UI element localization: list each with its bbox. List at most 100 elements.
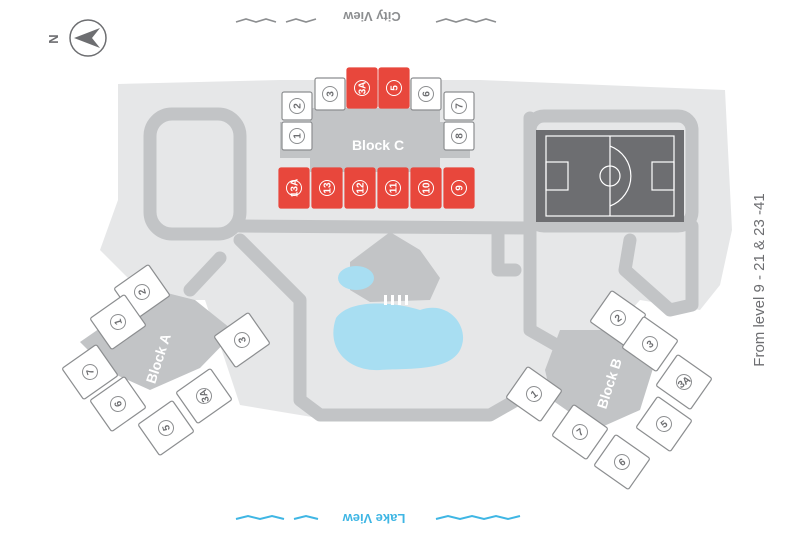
unit-badge-icon: [319, 180, 335, 196]
block-a-units: 21 76 5 3A 3: [62, 264, 270, 456]
block-b-unit[interactable]: 3: [622, 316, 678, 372]
unit-badge-icon: [322, 86, 338, 102]
unit-label: 13A: [290, 179, 301, 197]
unit-badge-icon: [451, 128, 467, 144]
unit-label: 9: [455, 185, 466, 191]
unit-label: 5: [390, 85, 401, 91]
block-a-unit[interactable]: 6: [90, 376, 146, 432]
pool-loungers: [384, 295, 408, 305]
unit-label: 5: [161, 423, 173, 432]
unit-badge-icon: [386, 80, 402, 96]
block-c-unit[interactable]: 13A: [278, 167, 310, 209]
unit-badge-icon: [656, 416, 672, 432]
city-wave-right: [435, 18, 497, 23]
block-c-unit[interactable]: 13: [311, 167, 343, 209]
lake-wave-right: [435, 514, 521, 521]
unit-label: 3A: [358, 82, 369, 95]
block-c-unit[interactable]: 5: [378, 67, 410, 109]
basketball-court: [42, 130, 684, 222]
city-view-marker: City View: [235, 9, 497, 24]
walkway-loop-west: [143, 107, 247, 241]
block-a-core: [80, 290, 235, 390]
unit-badge-icon: [289, 128, 305, 144]
block-c-unit[interactable]: 9: [443, 167, 475, 209]
unit-label: 3A: [198, 388, 212, 403]
unit-badge-icon: [352, 180, 368, 196]
pool-large: [333, 303, 464, 371]
unit-label: 1: [293, 133, 304, 139]
block-b-unit[interactable]: 2: [590, 290, 646, 346]
compass-ring-icon: [69, 19, 107, 57]
block-c-core: [280, 108, 470, 172]
block-c-unit[interactable]: 10: [410, 167, 442, 209]
unit-badge-icon: [418, 180, 434, 196]
unit-badge-icon: [572, 424, 588, 440]
unit-label: 6: [422, 91, 433, 97]
unit-badge-icon: [451, 98, 467, 114]
unit-badge-icon: [418, 86, 434, 102]
unit-label: 7: [85, 367, 97, 376]
block-b-units: 2 33A 567 1: [506, 290, 712, 490]
block-a-unit[interactable]: 3A: [176, 368, 232, 424]
unit-label: 3: [326, 91, 337, 97]
block-c-label: Block C: [352, 137, 404, 153]
pool-plaza: [350, 232, 440, 302]
block-c-unit[interactable]: 11: [377, 167, 409, 209]
unit-label: 2: [293, 103, 304, 109]
unit-badge-icon: [82, 364, 98, 380]
lake-wave-left: [235, 514, 319, 521]
unit-label: 12: [356, 182, 367, 194]
walkway-connector: [491, 225, 522, 277]
block-c-unit[interactable]: 2: [281, 91, 313, 121]
walkway-central: [233, 219, 537, 235]
lake-view-marker: Lake View: [235, 511, 521, 526]
unit-badge-icon: [451, 180, 467, 196]
unit-badge-icon: [134, 284, 150, 300]
block-b-unit[interactable]: 3A: [656, 354, 712, 410]
unit-badge-icon: [354, 80, 370, 96]
walkway-east-loop: [618, 219, 699, 317]
unit-badge-icon: [676, 374, 692, 390]
walkway-court-loop: [523, 109, 699, 233]
unit-badge-icon: [385, 180, 401, 196]
block-b-unit[interactable]: 6: [594, 434, 650, 490]
unit-badge-icon: [289, 98, 305, 114]
unit-label: 2: [613, 312, 624, 324]
city-wave-left: [235, 18, 317, 23]
unit-label: 11: [389, 182, 400, 193]
unit-label: 3: [237, 335, 249, 344]
unit-badge-icon: [614, 454, 630, 470]
block-b-unit[interactable]: 1: [506, 366, 562, 422]
unit-label: 1: [529, 388, 540, 400]
block-a-unit[interactable]: 3: [214, 312, 270, 368]
unit-label: 8: [455, 133, 466, 139]
block-c-unit[interactable]: 8: [443, 121, 475, 151]
block-b-core: [545, 330, 655, 430]
walkway-block-a: [183, 251, 227, 297]
block-c-unit[interactable]: 3A: [346, 67, 378, 109]
unit-label: 2: [137, 287, 149, 296]
compass-north-label: N: [46, 34, 61, 43]
block-c-unit[interactable]: 1: [281, 121, 313, 151]
lake-view-label: Lake View: [342, 511, 406, 526]
unit-badge-icon: [526, 386, 542, 402]
block-c-unit[interactable]: 12: [344, 167, 376, 209]
unit-badge-icon: [234, 332, 250, 348]
unit-label: 13: [323, 182, 334, 194]
unit-badge-icon: [158, 420, 174, 436]
block-c-unit[interactable]: 7: [443, 91, 475, 121]
block-a-unit[interactable]: 1: [90, 294, 146, 350]
block-c-unit[interactable]: 3: [314, 77, 346, 111]
compass: N: [46, 19, 107, 57]
unit-label: 5: [659, 418, 670, 430]
block-b-unit[interactable]: 5: [636, 396, 692, 452]
block-c-unit[interactable]: 6: [410, 77, 442, 111]
block-b-unit[interactable]: 7: [552, 404, 608, 460]
block-a-unit[interactable]: 5: [138, 400, 194, 456]
unit-label: 7: [575, 426, 586, 438]
unit-badge-icon: [110, 396, 126, 412]
block-a-unit[interactable]: 7: [62, 344, 118, 400]
unit-label: 3: [645, 338, 656, 350]
floor-range-note: From level 9 - 21 & 23 -41: [751, 193, 768, 366]
